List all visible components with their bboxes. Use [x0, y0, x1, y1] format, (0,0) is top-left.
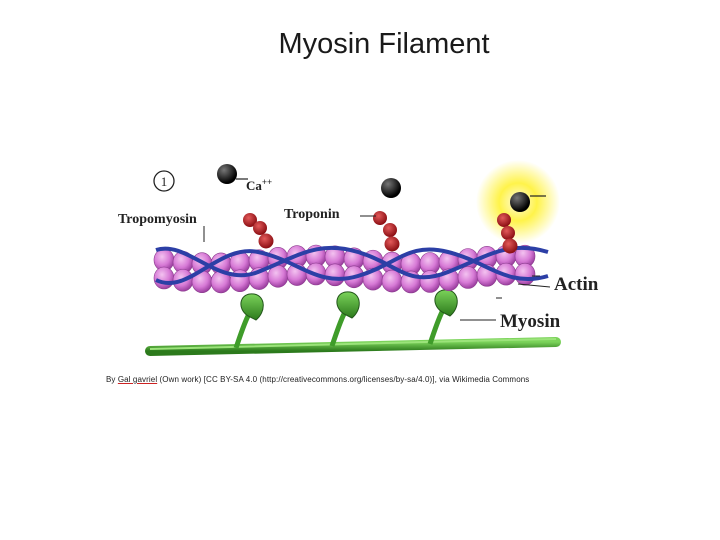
calcium-ion — [217, 164, 237, 184]
attribution-author: Gal gavriel — [117, 375, 158, 384]
troponin-complex — [373, 211, 400, 252]
actin-bead — [457, 266, 479, 289]
attribution-text: (Own work) [CC BY-SA 4.0 (http://creativ… — [157, 375, 530, 384]
tropomyosin-strand — [155, 245, 549, 280]
troponin-complex — [497, 213, 518, 254]
calcium-ion — [510, 192, 530, 212]
attribution-prefix: By — [106, 375, 118, 384]
actin-bead — [514, 262, 536, 286]
myosin-head — [329, 291, 360, 347]
myosin-head — [427, 289, 458, 345]
myosin-filament-diagram: 1 Ca++ Tropomyosin Troponin Actin Myosin — [108, 156, 608, 366]
slide-title: Myosin Filament — [278, 28, 490, 60]
actin-bead — [153, 266, 175, 290]
calcium-label: Ca++ — [246, 177, 272, 193]
myosin-head — [233, 293, 264, 349]
actin-bead — [381, 269, 403, 293]
tropomyosin-label: Tropomyosin — [118, 212, 197, 227]
tropomyosin-strand — [155, 247, 549, 285]
troponin-label: Troponin — [284, 207, 340, 222]
actin-pointer — [517, 283, 551, 288]
actin-bead — [324, 263, 346, 287]
myosin-backbone — [145, 337, 561, 356]
step-number-circle — [153, 170, 175, 192]
diagram-canvas: 1 Ca++ Tropomyosin Troponin Actin Myosin — [118, 160, 599, 356]
myosin-label: Myosin — [500, 311, 561, 332]
troponin-complex — [243, 213, 274, 249]
step-number: 1 — [161, 174, 168, 189]
image-attribution: By Gal gavriel (Own work) [CC BY-SA 4.0 … — [106, 375, 666, 384]
actin-label: Actin — [554, 274, 599, 295]
calcium-ion — [381, 178, 401, 198]
